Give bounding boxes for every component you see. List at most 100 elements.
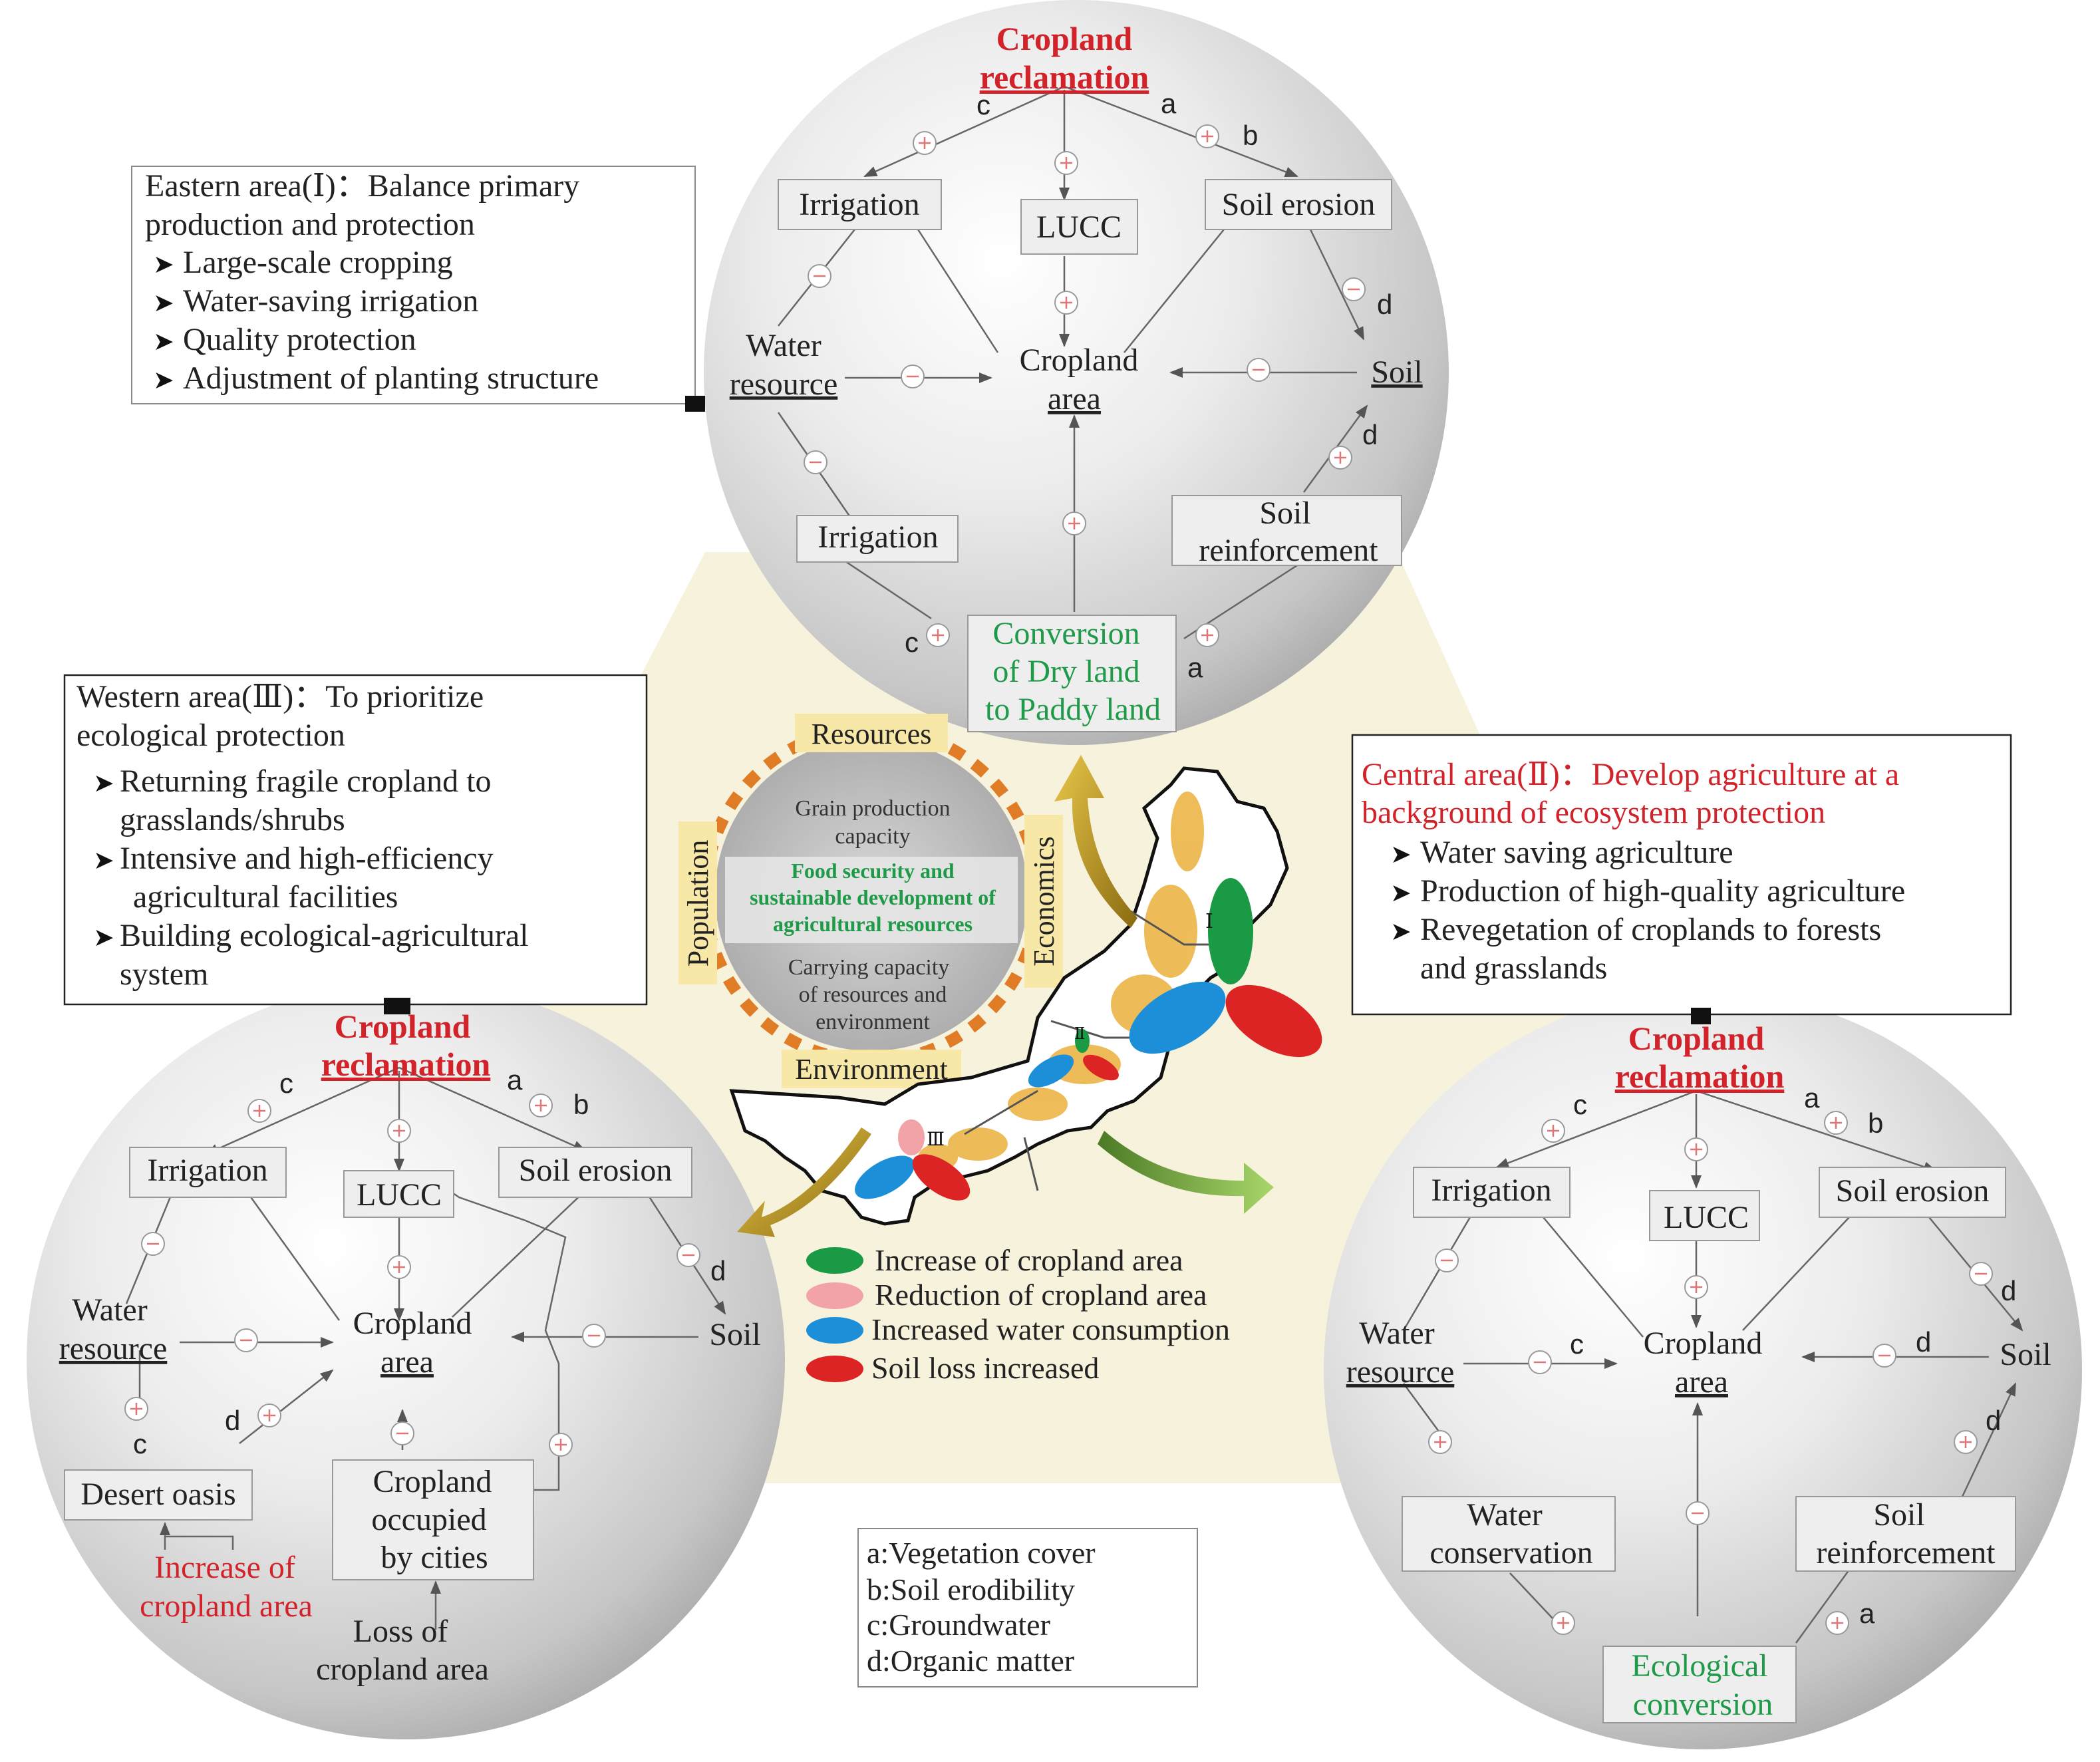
legend-pink-swatch — [806, 1282, 863, 1309]
plus-sign — [1825, 1611, 1849, 1635]
west-cropland-line2: area — [380, 1344, 434, 1380]
eastern-box-frame — [131, 166, 696, 404]
minus-sign — [1969, 1262, 1993, 1286]
east-lucc-box — [1020, 199, 1138, 255]
central-soil-reinf-box — [1795, 1496, 2016, 1572]
east-irrigation-label: Irrigation — [799, 187, 919, 222]
western-bullet-3a: Building ecological-agricultural — [120, 918, 528, 953]
bullet-icon: ➤ — [93, 924, 114, 952]
plus-sign — [1684, 1275, 1708, 1299]
central-water-cons-line2: conservation — [1429, 1535, 1592, 1570]
central-letter-d3: d — [1986, 1405, 2001, 1436]
plus-sign — [913, 131, 937, 155]
plus-sign — [1551, 1611, 1575, 1635]
region-outline — [729, 766, 1289, 1226]
plus-sign — [387, 1255, 411, 1279]
western-bullet-1a: Returning fragile cropland to — [120, 764, 492, 799]
central-red-oval — [1083, 1054, 1119, 1081]
central-soil-reinf-line1: Soil — [1873, 1497, 1924, 1533]
central-title-line2: background of ecosystem protection — [1362, 795, 1825, 830]
central-water-cons-line1: Water — [1467, 1497, 1542, 1533]
east-signs — [804, 124, 1366, 647]
west-occupied-box — [332, 1459, 534, 1580]
bullet-icon: ➤ — [1390, 841, 1412, 869]
legend-increase: Increase of cropland area — [875, 1243, 1183, 1277]
plus-sign — [529, 1094, 553, 1117]
hub: Resources Environment Population Economi… — [678, 714, 1063, 1088]
factor-key-a: a:Vegetation cover — [867, 1536, 1096, 1570]
central-title-line1: Central area(Ⅱ)：Develop agriculture at a — [1362, 757, 1899, 792]
east-soil-reinf-box — [1171, 495, 1402, 566]
map-label-central: Ⅱ — [1074, 1026, 1085, 1043]
minus-sign — [1342, 277, 1366, 301]
central-eco-line1: Ecological — [1631, 1648, 1767, 1684]
east-lucc-label: LUCC — [1036, 210, 1122, 245]
factor-key-frame — [857, 1528, 1198, 1688]
region-boundaries — [964, 910, 1237, 1191]
eastern-bullet-1: Large-scale cropping — [183, 245, 453, 280]
central-green-oval — [1075, 1029, 1090, 1053]
east-cropland-line2: area — [1048, 381, 1101, 416]
central-soil-reinf-line2: reinforcement — [1816, 1535, 1996, 1570]
east-conversion-line2: of Dry land — [992, 654, 1139, 689]
central-water-line1: Water — [1359, 1316, 1434, 1351]
west-blue-oval — [855, 1155, 915, 1199]
east-letter-a2: a — [1187, 652, 1203, 683]
plus-sign — [247, 1099, 271, 1123]
central-title-line2: reclamation — [1615, 1058, 1785, 1095]
central-irrigation-box — [1413, 1167, 1571, 1218]
eastern-bullet-2: Water-saving irrigation — [183, 283, 478, 319]
west-soil-erosion-box — [498, 1147, 692, 1198]
west-loss-line1: Loss of — [353, 1614, 448, 1649]
central-cropland-line1: Cropland — [1644, 1326, 1763, 1361]
west-occupied-line2: occupied — [371, 1502, 486, 1537]
minus-sign — [1435, 1248, 1459, 1272]
plus-sign — [1428, 1430, 1452, 1454]
east-title-line1: Cropland — [996, 20, 1133, 57]
central-letter-a: a — [1804, 1082, 1820, 1113]
west-title-line2: reclamation — [321, 1046, 491, 1083]
hub-top-line2: capacity — [835, 824, 910, 849]
factor-key: a:Vegetation cover b:Soil erodibility c:… — [857, 1528, 1198, 1688]
bullet-icon: ➤ — [153, 328, 174, 356]
plus-sign — [257, 1403, 281, 1427]
western-bullet-2b: agricultural facilities — [133, 879, 398, 915]
central-letter-c: c — [1573, 1089, 1587, 1120]
eastern-bullet-3: Quality protection — [183, 322, 416, 357]
central-title-line1: Cropland — [1628, 1020, 1765, 1057]
minus-sign — [901, 365, 925, 388]
arrow-to-west — [737, 1127, 871, 1237]
west-lucc-label: LUCC — [357, 1177, 442, 1213]
resources-label: Resources — [812, 718, 932, 750]
eastern-area-box: Eastern area(Ⅰ)：Balance primary producti… — [131, 166, 705, 412]
west-cropland-line1: Cropland — [353, 1306, 472, 1341]
legend-red-swatch — [806, 1356, 863, 1382]
western-box-frame — [63, 674, 648, 1006]
west-letter-b: b — [573, 1089, 589, 1120]
east-letter-a: a — [1161, 88, 1177, 119]
central-box-frame — [1351, 734, 2012, 1016]
west-pink-oval — [898, 1119, 925, 1155]
west-water-line1: Water — [72, 1292, 147, 1328]
population-label-bg — [678, 821, 717, 984]
east-irrigation-bottom-label: Irrigation — [818, 519, 938, 555]
west-soil-label: Soil — [709, 1317, 760, 1352]
plus-sign — [1195, 124, 1219, 148]
east-letter-b: b — [1243, 120, 1258, 151]
plus-sign — [1054, 291, 1078, 315]
central-letter-d2: d — [1916, 1326, 1931, 1358]
west-red-oval — [912, 1154, 971, 1201]
east-blue-oval — [1129, 981, 1226, 1054]
minus-sign — [1247, 358, 1271, 382]
central-eco-line2: conversion — [1633, 1687, 1773, 1722]
legend-water: Increased water consumption — [871, 1312, 1230, 1346]
minus-sign — [141, 1232, 165, 1256]
plus-sign — [1195, 623, 1219, 647]
hub-mid-line2: sustainable development of — [750, 885, 996, 909]
central-soil-erosion-box — [1819, 1167, 2006, 1218]
west-circle: Cropland reclamation Irrigation LUCC Soi… — [27, 981, 785, 1739]
minus-sign — [676, 1243, 700, 1267]
hub-mid-line1: Food security and — [791, 859, 955, 883]
bullet-icon: ➤ — [153, 289, 174, 317]
resources-label-bg — [795, 714, 948, 752]
